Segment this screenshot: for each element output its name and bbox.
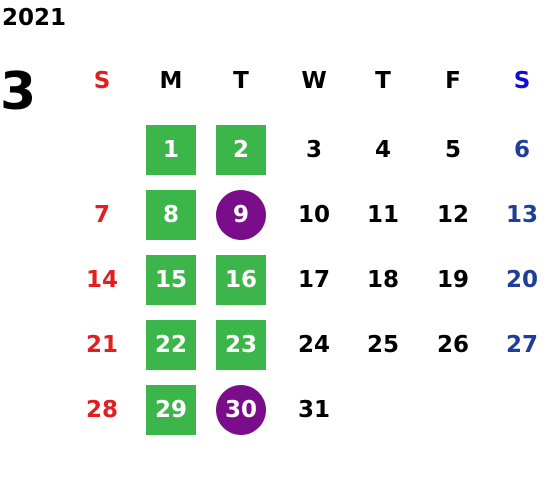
day-cell[interactable]: 28: [85, 397, 118, 423]
weekday-header: T: [233, 68, 249, 94]
day-cell-green[interactable]: 8: [146, 190, 196, 240]
weekday-header: T: [375, 68, 391, 94]
weekday-header: S: [93, 68, 111, 94]
day-cell[interactable]: 6: [513, 137, 530, 163]
day-cell-green[interactable]: 16: [216, 255, 266, 305]
day-cell-green[interactable]: 2: [216, 125, 266, 175]
day-cell-green[interactable]: 22: [146, 320, 196, 370]
day-cell[interactable]: 21: [85, 332, 118, 358]
day-cell[interactable]: 25: [366, 332, 399, 358]
day-cell[interactable]: 17: [297, 267, 330, 293]
day-cell-green[interactable]: 15: [146, 255, 196, 305]
day-cell-purple[interactable]: 9: [216, 190, 266, 240]
day-cell-green[interactable]: 1: [146, 125, 196, 175]
weekday-header: S: [513, 68, 531, 94]
weekday-header: W: [301, 68, 327, 94]
day-cell[interactable]: 4: [374, 137, 391, 163]
weekday-header: F: [445, 68, 461, 94]
year-label: 2021: [2, 5, 67, 31]
day-cell[interactable]: 13: [505, 202, 538, 228]
month-number: 3: [0, 62, 37, 122]
day-cell-green[interactable]: 29: [146, 385, 196, 435]
day-cell[interactable]: 10: [297, 202, 330, 228]
day-cell[interactable]: 5: [444, 137, 461, 163]
weekday-header: M: [159, 68, 183, 94]
day-cell[interactable]: 18: [366, 267, 399, 293]
day-cell[interactable]: 7: [93, 202, 110, 228]
day-cell[interactable]: 31: [297, 397, 330, 423]
day-cell[interactable]: 26: [436, 332, 469, 358]
day-cell[interactable]: 27: [505, 332, 538, 358]
day-cell[interactable]: 11: [366, 202, 399, 228]
day-cell-purple[interactable]: 30: [216, 385, 266, 435]
day-cell[interactable]: 24: [297, 332, 330, 358]
day-cell[interactable]: 19: [436, 267, 469, 293]
day-cell[interactable]: 14: [85, 267, 118, 293]
day-cell[interactable]: 20: [505, 267, 538, 293]
day-cell[interactable]: 12: [436, 202, 469, 228]
day-cell[interactable]: 3: [305, 137, 322, 163]
day-cell-green[interactable]: 23: [216, 320, 266, 370]
